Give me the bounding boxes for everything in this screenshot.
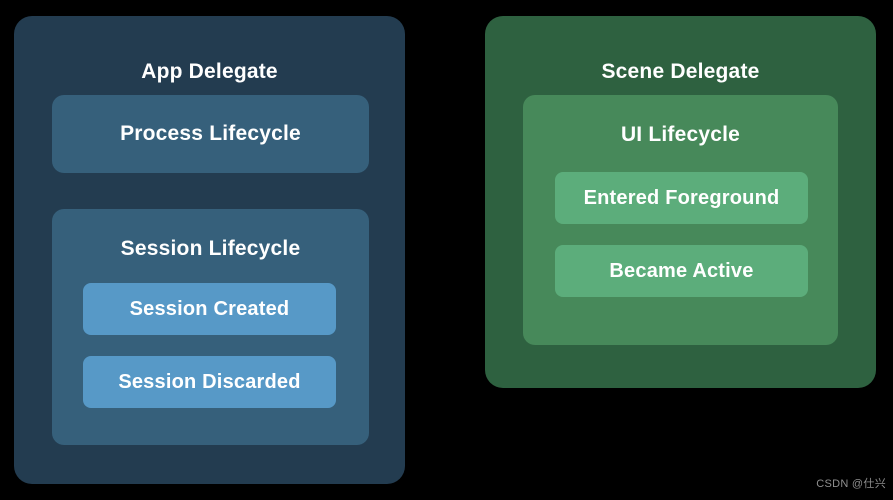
app-delegate-title: App Delegate <box>141 60 278 83</box>
became-active-box: Became Active <box>555 245 808 297</box>
session-discarded-label: Session Discarded <box>118 370 301 393</box>
session-discarded-box: Session Discarded <box>83 356 336 408</box>
ui-lifecycle-title: UI Lifecycle <box>620 123 741 146</box>
process-lifecycle-title: Process Lifecycle <box>120 122 301 145</box>
session-created-label: Session Created <box>129 297 290 320</box>
watermark: CSDN @仕兴 <box>816 478 886 490</box>
app-delegate-box: App Delegate Process Lifecycle Session L… <box>14 16 405 484</box>
entered-foreground-box: Entered Foreground <box>555 172 808 224</box>
entered-foreground-label: Entered Foreground <box>583 186 780 209</box>
scene-delegate-title: Scene Delegate <box>601 60 760 83</box>
ui-lifecycle-box: UI Lifecycle Entered Foreground Became A… <box>523 95 838 345</box>
became-active-label: Became Active <box>609 259 754 282</box>
session-created-box: Session Created <box>83 283 336 335</box>
process-lifecycle-box: Process Lifecycle <box>52 95 369 173</box>
session-lifecycle-title: Session Lifecycle <box>120 237 301 260</box>
session-lifecycle-box: Session Lifecycle Session Created Sessio… <box>52 209 369 445</box>
scene-delegate-box: Scene Delegate UI Lifecycle Entered Fore… <box>485 16 876 388</box>
